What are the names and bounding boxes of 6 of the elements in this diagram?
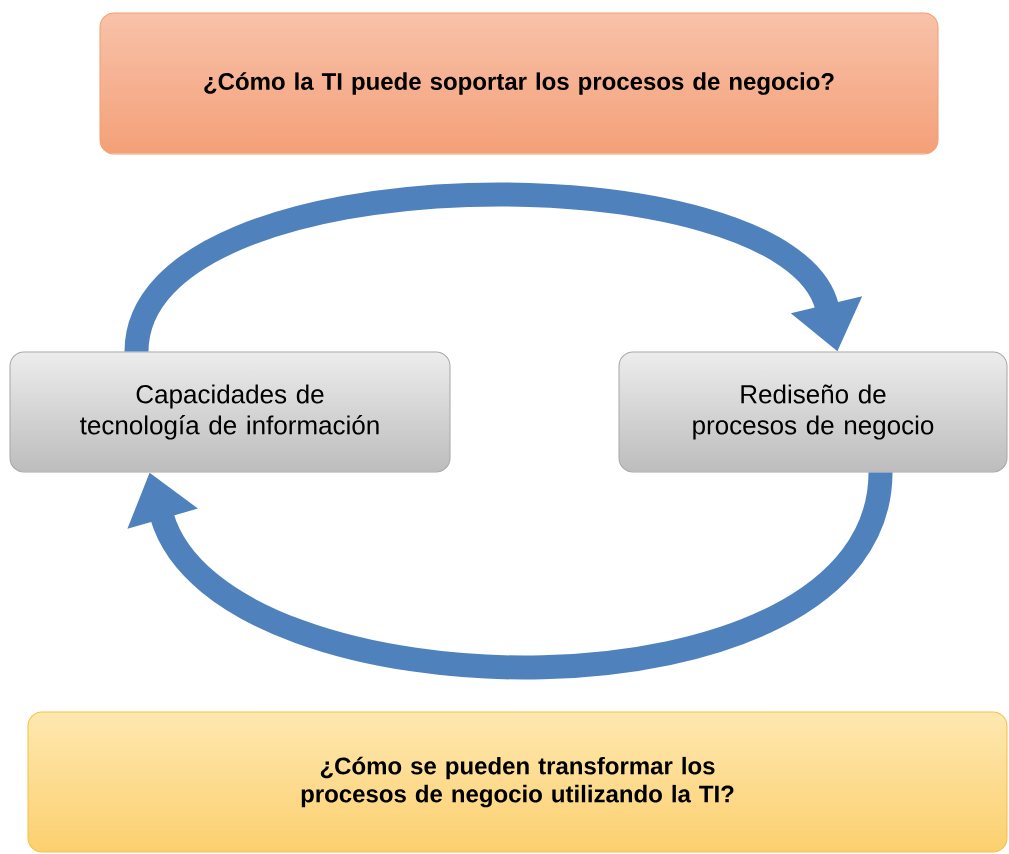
question-box: ¿Cómo la TI puede soportar los procesos de negocio?: [99, 12, 939, 155]
curved-arrow: [127, 469, 893, 680]
process-box: Rediseño de procesos de negocio: [618, 351, 1008, 473]
question-box: ¿Cómo se pueden transformar los procesos de negocio utilizando la TI?: [27, 711, 1008, 853]
process-box: Capacidades de tecnología de información: [9, 351, 451, 473]
curved-arrow: [124, 182, 863, 355]
